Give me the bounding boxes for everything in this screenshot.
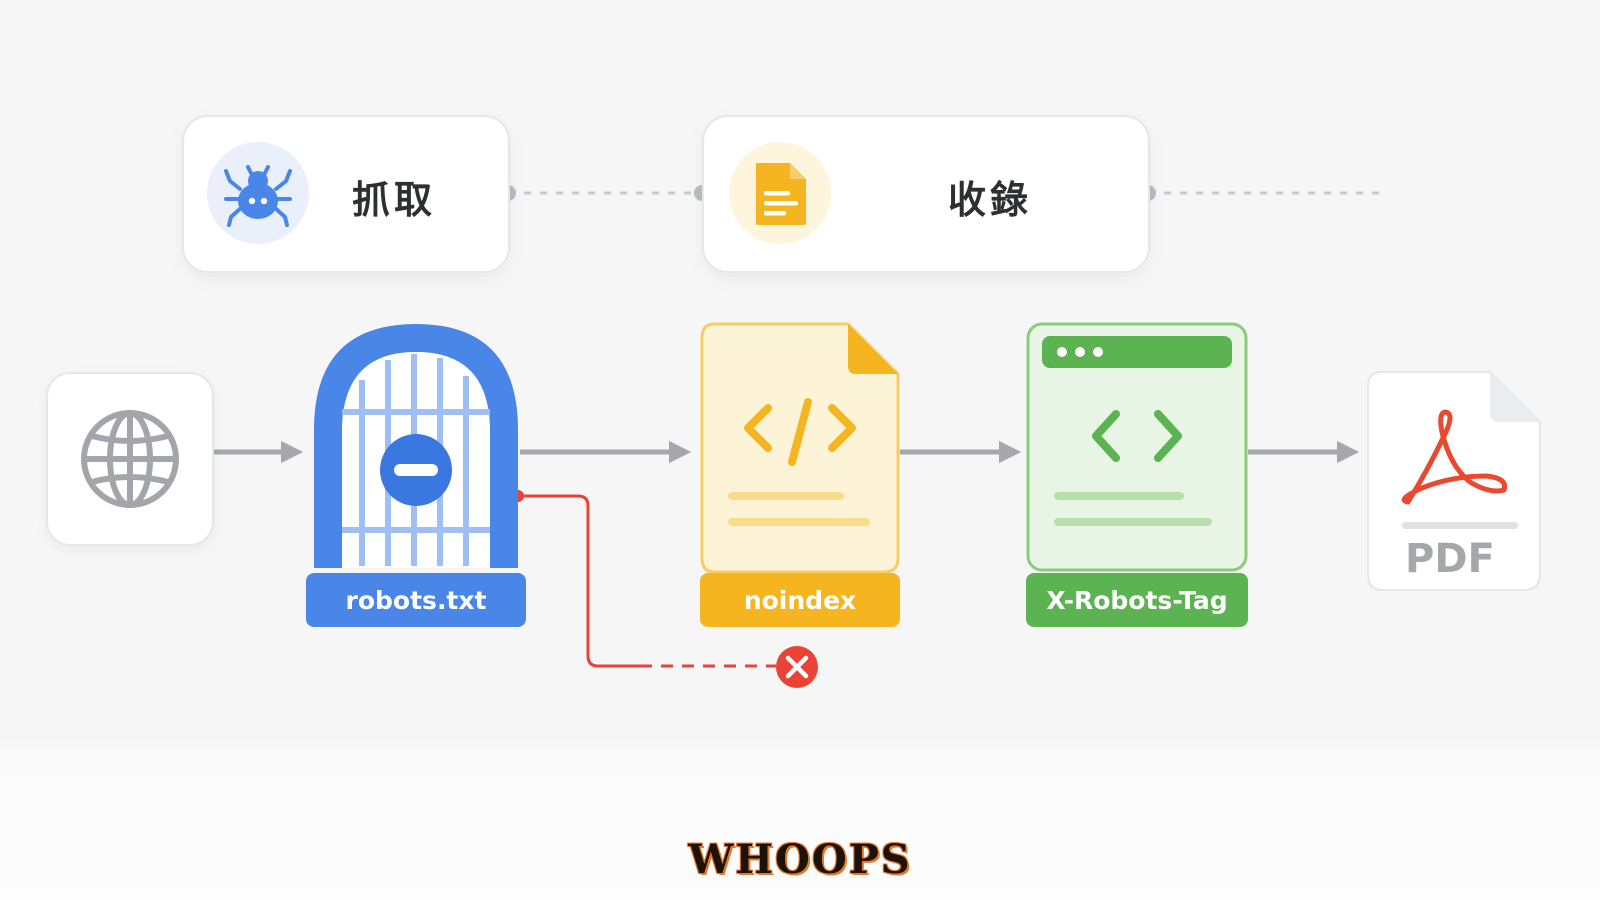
code-file-icon — [700, 322, 900, 574]
close-circle-icon — [776, 646, 818, 688]
code-browser-icon — [1026, 322, 1248, 572]
globe-icon — [81, 410, 179, 508]
stage-label-crawl: 抓取 — [352, 178, 437, 222]
whoops-logo: WHOOPS — [688, 836, 912, 883]
noindex-label: noindex — [700, 573, 900, 627]
pdf-label: PDF — [1405, 536, 1495, 582]
document-icon — [729, 142, 831, 244]
xrobots-label: X-Robots-Tag — [1026, 573, 1248, 627]
stage-label-index: 收錄 — [948, 178, 1033, 222]
pdf-acrobat-icon — [1367, 371, 1541, 591]
stage-card-crawl: 抓取 — [182, 115, 510, 273]
stage-connector — [500, 185, 710, 201]
web-node — [46, 372, 214, 546]
spider-icon — [207, 142, 309, 244]
stage-connector-tail — [1140, 185, 1380, 201]
robots-label: robots.txt — [306, 573, 526, 627]
gate-blocked-icon — [314, 324, 518, 568]
stage-card-index: 收錄 — [702, 115, 1150, 273]
